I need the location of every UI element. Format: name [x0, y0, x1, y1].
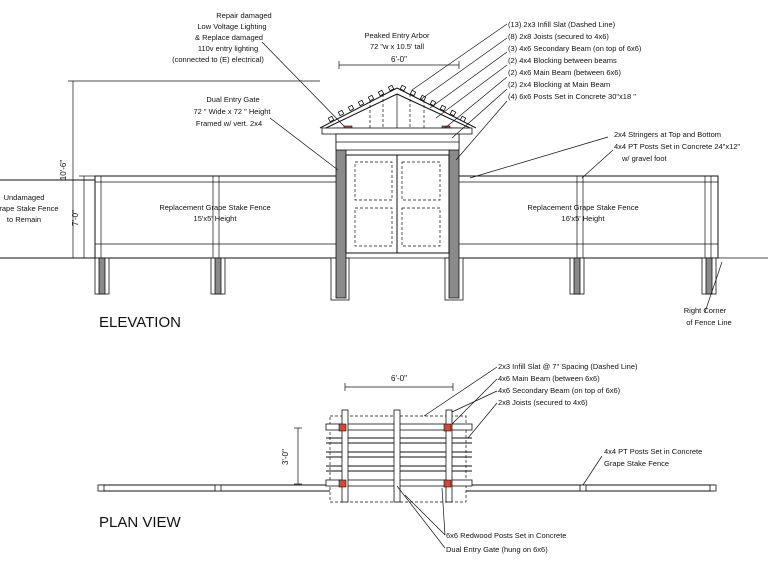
callout-joists: (8) 2x8 Joists (secured to 4x6) [508, 32, 609, 41]
callout-blocking-beams: (2) 4x4 Blocking between beams [508, 56, 617, 65]
undamaged-note-2: (E) Grape Stake Fence [0, 204, 59, 213]
callout-posts: (4) 6x6 Posts Set in Concrete 30"x18 " [508, 92, 636, 101]
rafter-tails [327, 84, 467, 123]
plan-depth-dim: 3'-0" [281, 449, 290, 465]
fence-left-note-2: 15'x5' Height [194, 214, 238, 223]
lighting-note-5: (connected to (E) electrical) [172, 55, 264, 64]
dimension-lines [68, 61, 460, 259]
plan-width-dim: 6'-0" [391, 374, 407, 383]
elevation-leaders [261, 23, 723, 313]
stringers-note: 2x4 Stringers at Top and Bottom [614, 130, 721, 139]
callout-main-beam: (2) 4x6 Main Beam (between 6x6) [508, 68, 621, 77]
elevation-view: Repair damaged Low Voltage Lighting & Re… [0, 11, 768, 331]
fence-right-note-2: 16'x5' Height [562, 214, 606, 223]
undamaged-note-1: Undamaged [4, 193, 45, 202]
lighting-note-2: Low Voltage Lighting [197, 22, 266, 31]
post-footings [94, 257, 717, 301]
arbor-roof [319, 87, 477, 151]
lighting-note-4: 110v entry lighting [198, 44, 258, 53]
callout-secondary-beam: (3) 4x6 Secondary Beam (on top of 6x6) [508, 44, 642, 53]
pt-posts-note-2: w/ gravel foot [621, 154, 668, 163]
undamaged-note-3: to Remain [7, 215, 41, 224]
right-corner-note-2: of Fence Line [686, 318, 731, 327]
elevation-title: ELEVATION [99, 314, 181, 331]
lighting-note-3: & Replace damaged [195, 33, 263, 42]
gate-note-3: Framed w/ vert. 2x4 [196, 119, 262, 128]
gate-note-2: 72 " Wide x 72 " Height [193, 107, 271, 116]
plan-pt-posts-note: 4x4 PT Posts Set in Concrete [604, 447, 702, 456]
redwood-posts-note: 6x6 Redwood Posts Set in Concrete [446, 531, 566, 540]
plan-view: 6'-0" 3'-0" 2x3 Infill Slat @ 7" Spacing… [97, 362, 717, 554]
fence-right-note-1: Replacement Grape Stake Fence [527, 203, 638, 212]
fence-height-dim: 7'-0" [71, 210, 80, 226]
plan-view-title: PLAN VIEW [99, 514, 182, 531]
plan-callout-secondary-beam: 4x6 Secondary Beam (on top of 6x6) [498, 386, 621, 395]
callout-infill-slat: (13) 2x3 Infill Slat (Dashed Line) [508, 20, 616, 29]
gate-note-1: Dual Entry Gate [206, 95, 259, 104]
right-corner-note-1: Right Corner [684, 306, 727, 315]
plan-callout-infill: 2x3 Infill Slat @ 7" Spacing (Dashed Lin… [498, 362, 638, 371]
lighting-note-1: Repair damaged [216, 11, 271, 20]
arbor-width-dim: 6'-0" [391, 55, 407, 64]
fence-left-note-1: Replacement Grape Stake Fence [159, 203, 270, 212]
dual-entry-gate [345, 154, 450, 254]
elevation-notes: Repair damaged Low Voltage Lighting & Re… [0, 11, 740, 327]
callout-blocking-main: (2) 2x4 Blocking at Main Beam [508, 80, 610, 89]
plan-callout-main-beam: 4x6 Main Beam (between 6x6) [498, 374, 600, 383]
arbor-note-1: Peaked Entry Arbor [364, 31, 430, 40]
total-height-dim: 10'-6" [59, 160, 68, 181]
plan-fence-note: Grape Stake Fence [604, 459, 669, 468]
pt-posts-note-1: 4x4 PT Posts Set in Concrete 24"x12" [614, 142, 740, 151]
dual-gate-note: Dual Entry Gate (hung on 6x6) [446, 545, 548, 554]
arbor-note-2: 72 "w x 10.5' tall [370, 42, 424, 51]
plan-callout-joists: 2x8 Joists (secured to 4x6) [498, 398, 588, 407]
